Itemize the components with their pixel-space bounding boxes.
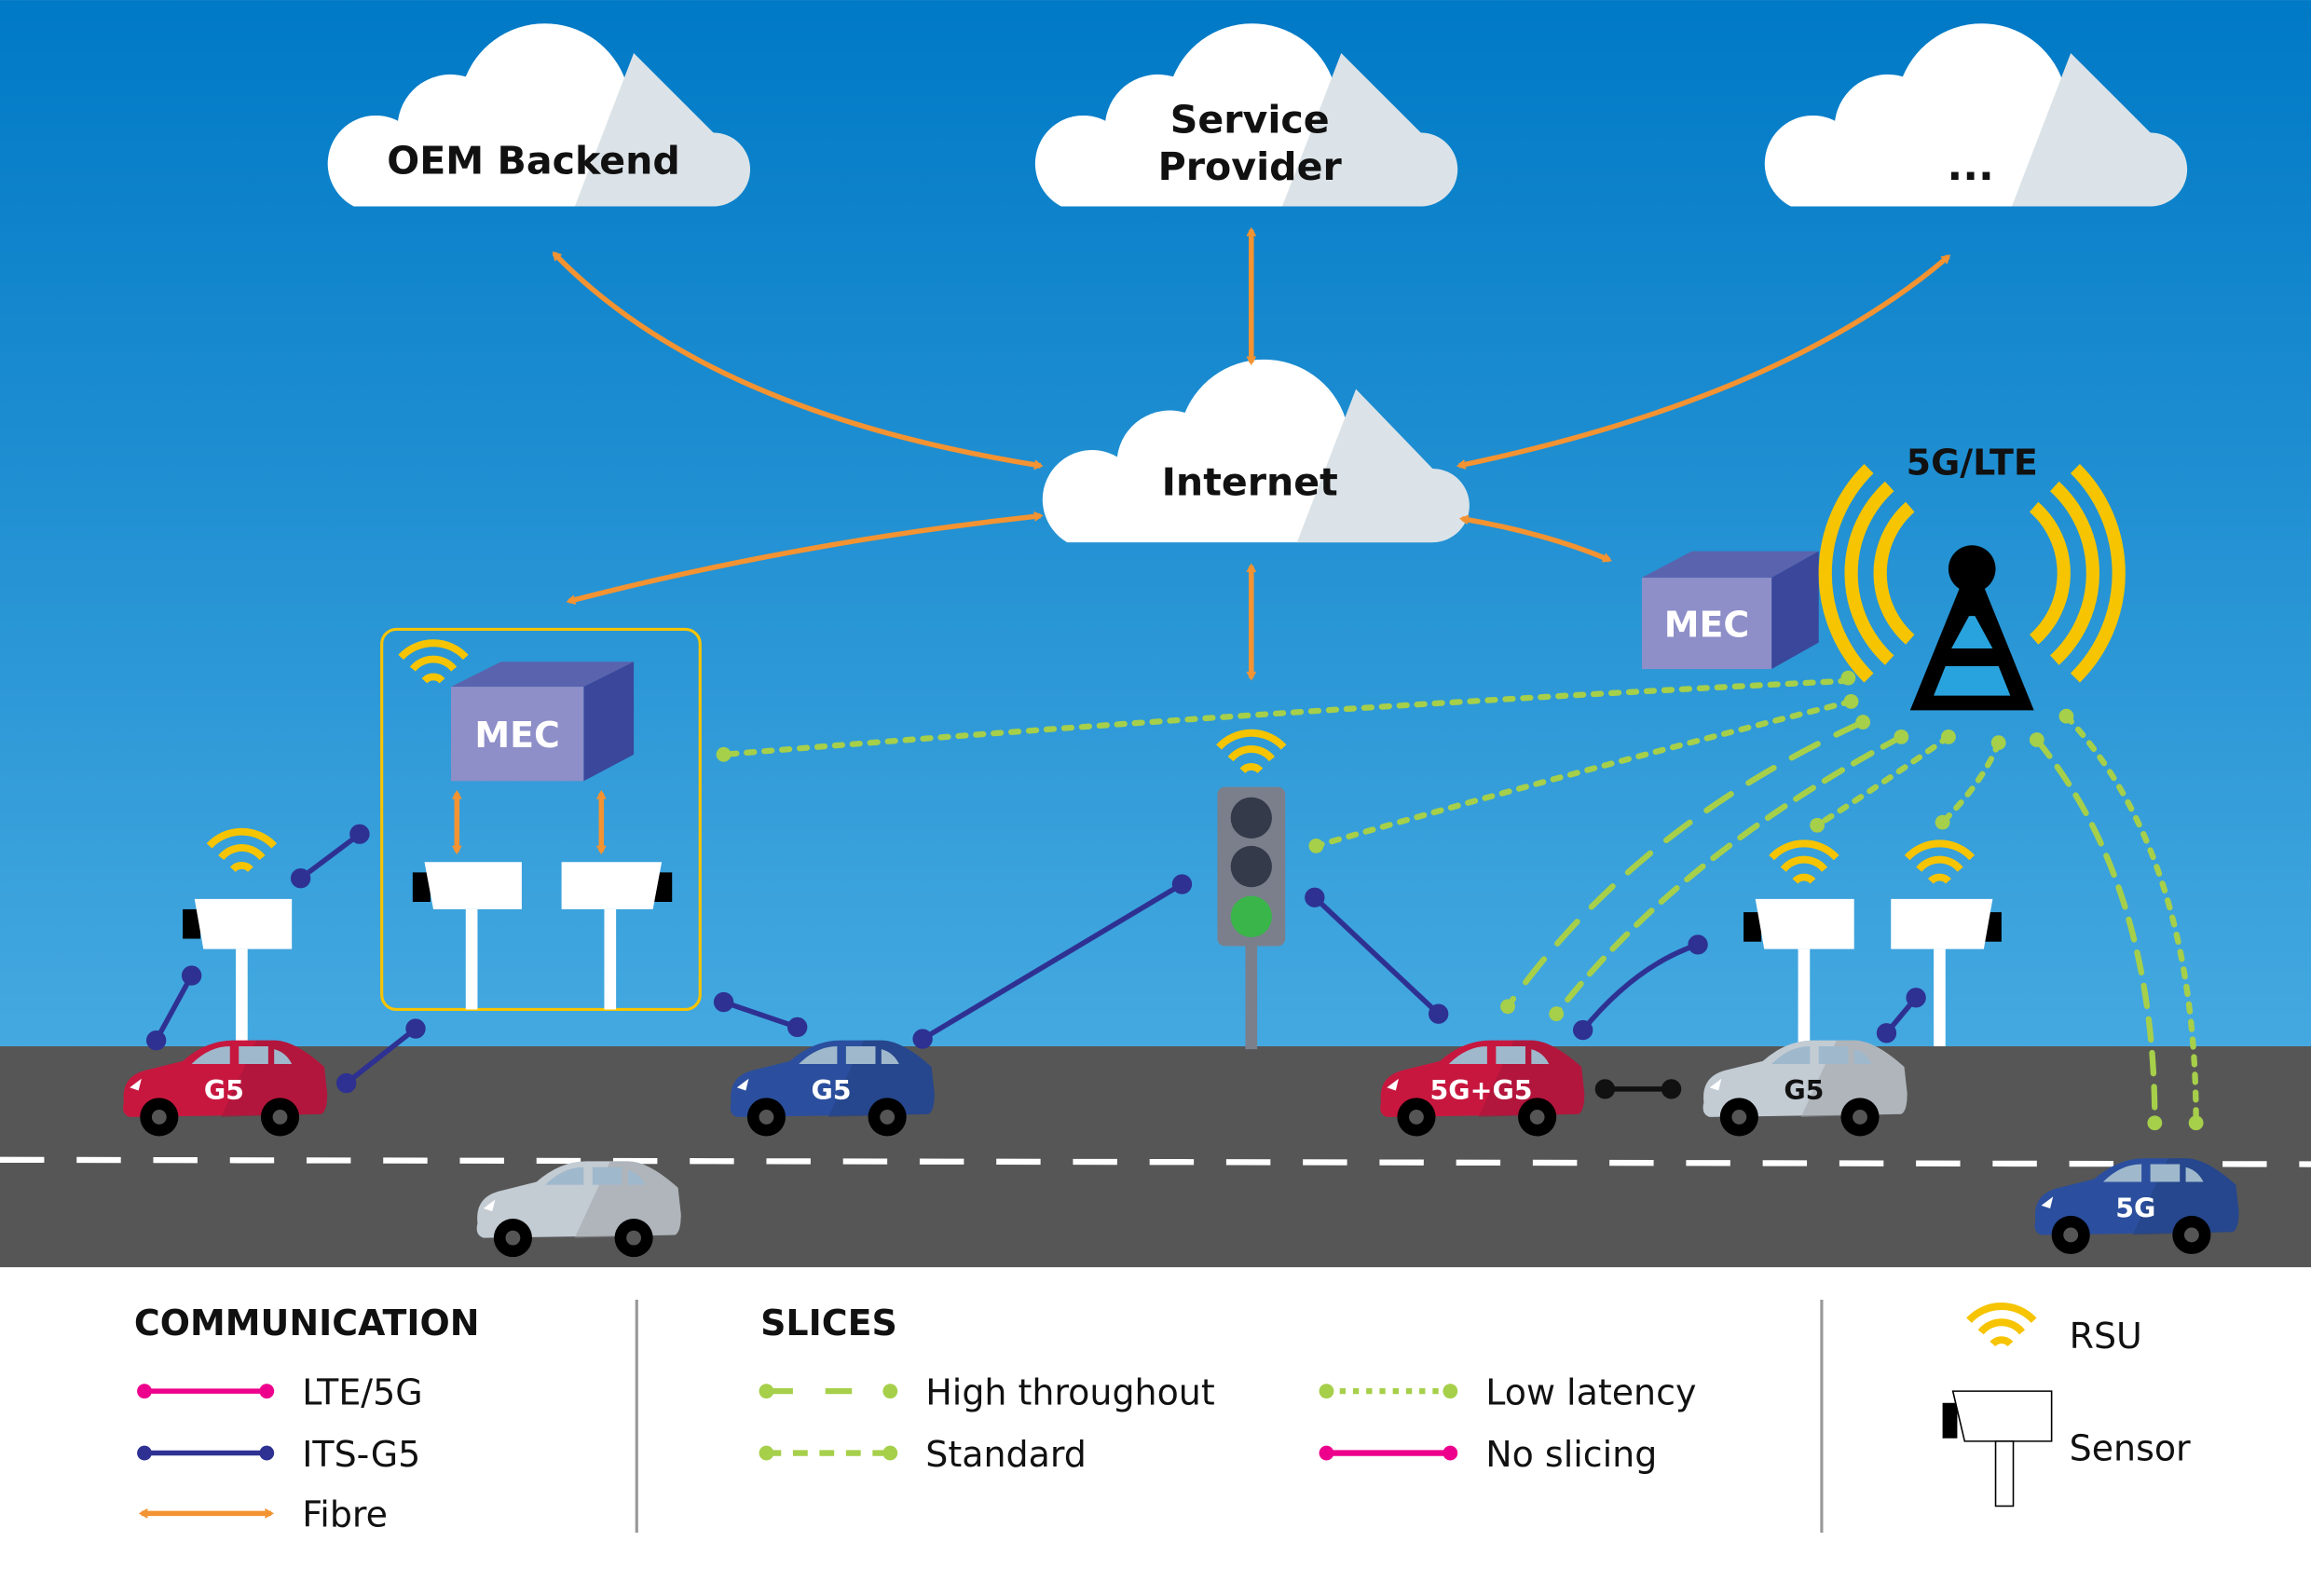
low-latency-tower-rsu1 xyxy=(1813,733,1952,828)
cloud-label-line-2: Provider xyxy=(1158,144,1343,189)
tower-icon xyxy=(1909,545,2034,711)
sensor-icon xyxy=(561,862,673,1010)
sensor-camera xyxy=(183,908,201,939)
car-red-right[interactable]: 5G+G5 xyxy=(1380,1040,1585,1137)
legend-symbols: RSU Sensor xyxy=(1942,1306,2191,1507)
light-amber xyxy=(1230,845,1272,888)
legend-item-no-slicing: No slicing xyxy=(1319,1434,1657,1475)
sensor-icon xyxy=(412,862,522,1010)
legend-label: ITS-G5 xyxy=(302,1434,420,1475)
legend-label: No slicing xyxy=(1485,1434,1657,1475)
legend-item-high-throughput: High throughout xyxy=(759,1371,1215,1412)
rsu-left[interactable] xyxy=(183,832,293,1047)
car-grey-lower[interactable] xyxy=(476,1161,681,1258)
fibre-links xyxy=(452,226,1951,855)
mec-tower-group[interactable]: MEC xyxy=(1641,551,1819,670)
mec-roadside-frame xyxy=(380,627,702,1012)
legend-label: RSU xyxy=(2070,1316,2142,1357)
cloud-label-line-1: Service xyxy=(1170,97,1330,142)
car-red-left[interactable]: G5 xyxy=(123,1040,328,1137)
legend-slices: SLICES High throughout Standard Low late… xyxy=(759,1303,1696,1475)
low-latency-tower-rsu2 xyxy=(1939,740,2002,825)
rsu-right-1[interactable] xyxy=(1744,843,1854,1047)
cell-tower-5g-lte[interactable]: 5G/LTE xyxy=(1818,442,2126,711)
car-grey-right[interactable]: G5 xyxy=(1702,1040,1908,1137)
cars-layer: G5 G5 5G+G5 G5 5G xyxy=(123,1040,2239,1258)
slice-links xyxy=(720,677,2199,1126)
standard-tower-car-5g xyxy=(2033,736,2158,1126)
legend: COMMUNICATION LTE/5G ITS-G5 Fibre SLICES xyxy=(134,1300,2191,1535)
car-label: 5G xyxy=(2115,1193,2155,1223)
legend-heading: COMMUNICATION xyxy=(134,1303,480,1344)
cloud-label: ... xyxy=(1947,143,1993,190)
fibre-internet-mec-left xyxy=(566,512,1044,605)
fibre-internet-more xyxy=(1456,254,1951,470)
v2v-link xyxy=(1594,1079,1682,1099)
light-red xyxy=(1230,797,1272,839)
mec-roadside-group[interactable]: MEC xyxy=(380,627,702,1012)
its-g5-links xyxy=(145,824,1926,1094)
legend-panel xyxy=(0,1267,2311,1596)
sensor-pole xyxy=(236,948,248,1047)
legend-item-its-g5: ITS-G5 xyxy=(137,1434,420,1475)
fibre-internet-oem xyxy=(552,251,1044,471)
legend-item-lte-5g: LTE/5G xyxy=(137,1371,423,1412)
mec-label: MEC xyxy=(474,715,560,756)
legend-item-fibre: Fibre xyxy=(138,1494,388,1535)
legend-item-standard: Standard xyxy=(759,1434,1087,1475)
sensor-body xyxy=(194,898,293,949)
low-latency-tower-mec xyxy=(720,677,1852,758)
traffic-light[interactable] xyxy=(1217,733,1285,1050)
car-label: G5 xyxy=(204,1075,244,1106)
car-label: G5 xyxy=(811,1075,851,1106)
legend-label: High throughout xyxy=(925,1371,1214,1412)
traffic-light-pole xyxy=(1245,943,1258,1050)
mec-cube-icon xyxy=(450,662,635,782)
slice-endpoints xyxy=(716,670,2204,1131)
signal-waves-icon xyxy=(1818,463,2126,683)
fibre-internet-mec-right xyxy=(1458,514,1612,563)
legend-label: Low latency xyxy=(1485,1371,1696,1412)
mec-label: MEC xyxy=(1664,604,1750,645)
low-latency-tower-car-5g xyxy=(2063,713,2199,1126)
car-blue-center[interactable]: G5 xyxy=(730,1040,935,1137)
car-label: 5G+G5 xyxy=(1429,1075,1532,1106)
legend-item-rsu: RSU xyxy=(1969,1306,2142,1357)
tower-label: 5G/LTE xyxy=(1907,442,2038,483)
legend-item-low-latency: Low latency xyxy=(1319,1371,1696,1412)
legend-label: Fibre xyxy=(302,1494,388,1535)
low-latency-tower-traffic-light xyxy=(1313,698,1854,850)
cloud-internet[interactable]: Internet xyxy=(1042,359,1470,543)
sensor-icon xyxy=(1942,1402,1958,1439)
light-green xyxy=(1230,895,1272,937)
legend-label: LTE/5G xyxy=(302,1371,422,1412)
car-blue-right[interactable]: 5G xyxy=(2034,1158,2239,1255)
car-label: G5 xyxy=(1784,1075,1824,1106)
legend-heading: SLICES xyxy=(760,1303,897,1344)
cloud-service-provider[interactable]: Service Provider xyxy=(1034,23,1458,207)
cloud-label: Internet xyxy=(1162,459,1338,504)
legend-label: Sensor xyxy=(2070,1427,2191,1468)
legend-item-sensor: Sensor xyxy=(1942,1390,2191,1507)
cloud-label: OEM Backend xyxy=(387,139,680,184)
cloud-oem-backend[interactable]: OEM Backend xyxy=(327,23,751,207)
legend-label: Standard xyxy=(925,1434,1087,1475)
high-throughput-tower-car xyxy=(1504,718,1867,1010)
standard-tower-car xyxy=(1553,733,1905,1017)
rsu-right-2[interactable] xyxy=(1891,843,2002,1047)
lane-divider xyxy=(0,1156,2311,1167)
road xyxy=(0,1046,2311,1268)
legend-communication: COMMUNICATION LTE/5G ITS-G5 Fibre xyxy=(134,1303,480,1535)
cloud-more[interactable]: ... xyxy=(1764,23,2188,207)
